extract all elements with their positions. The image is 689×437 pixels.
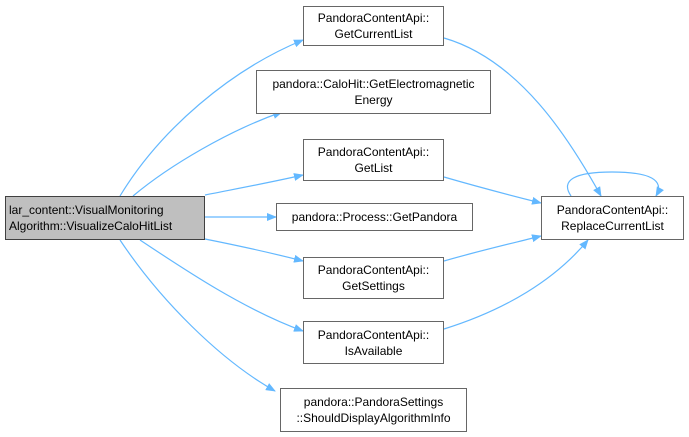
- edge-getlist-to-replacecurrentlist: [443, 176, 542, 205]
- node-getsettings[interactable]: PandoraContentApi:: GetSettings: [303, 257, 444, 299]
- node-label-line: Algorithm::VisualizeCaloHitList: [9, 219, 173, 233]
- node-label-line: PandoraContentApi::: [317, 263, 430, 277]
- edge-focus-to-getelectromagneticenergy: [132, 111, 283, 197]
- node-getpandora[interactable]: pandora::Process::GetPandora: [276, 203, 473, 231]
- node-label-line: pandora::CaloHit::GetElectromagnetic: [272, 77, 475, 91]
- node-label-line: GetList: [354, 161, 393, 175]
- node-replacecurrentlist[interactable]: PandoraContentApi:: ReplaceCurrentList: [541, 196, 684, 240]
- node-getlist[interactable]: PandoraContentApi:: GetList: [303, 139, 444, 181]
- edge-focus-to-getcurrentlist: [119, 39, 304, 197]
- node-label-line: PandoraContentApi::: [317, 327, 430, 342]
- node-getcurrentlist[interactable]: PandoraContentApi:: GetCurrentList: [303, 6, 444, 46]
- node-label-line: IsAvailable: [344, 343, 403, 358]
- node-label-line: lar_content::VisualMonitoring: [9, 203, 164, 217]
- node-shoulddisplayalgorithminfo[interactable]: pandora::PandoraSettings ::ShouldDisplay…: [280, 388, 467, 432]
- node-label-line: GetCurrentList: [334, 27, 413, 41]
- node-label-line: pandora::PandoraSettings: [303, 395, 444, 409]
- node-label-line: pandora::Process::GetPandora: [291, 210, 458, 224]
- edge-focus-to-getsettings: [204, 238, 304, 263]
- node-label-line: Energy: [354, 93, 393, 107]
- edge-isavailable-to-replacecurrentlist: [443, 239, 589, 330]
- edge-getcurrentlist-to-replacecurrentlist: [443, 37, 602, 197]
- node-label-line: PandoraContentApi::: [556, 203, 669, 217]
- node-getelectromagneticenergy[interactable]: pandora::CaloHit::GetElectromagnetic Ene…: [256, 70, 491, 114]
- node-label-line: PandoraContentApi::: [317, 11, 430, 25]
- edge-replacecurrentlist-self-loop: [566, 171, 664, 197]
- node-label-line: ::ShouldDisplayAlgorithmInfo: [296, 411, 451, 425]
- node-isavailable[interactable]: PandoraContentApi:: IsAvailable: [303, 321, 444, 364]
- edge-layer: [119, 37, 664, 392]
- node-label-line: PandoraContentApi::: [317, 145, 430, 159]
- edge-focus-to-isavailable: [139, 239, 304, 332]
- node-label-line: ReplaceCurrentList: [561, 219, 664, 233]
- node-label-line: GetSettings: [342, 279, 405, 293]
- edge-focus-to-getlist: [204, 173, 304, 196]
- edge-getsettings-to-replacecurrentlist: [443, 234, 542, 262]
- edge-focus-to-shoulddisplayalgorithminfo: [119, 239, 276, 392]
- node-visualizecalohitlist: lar_content::VisualMonitoring Algorithm:…: [5, 196, 205, 240]
